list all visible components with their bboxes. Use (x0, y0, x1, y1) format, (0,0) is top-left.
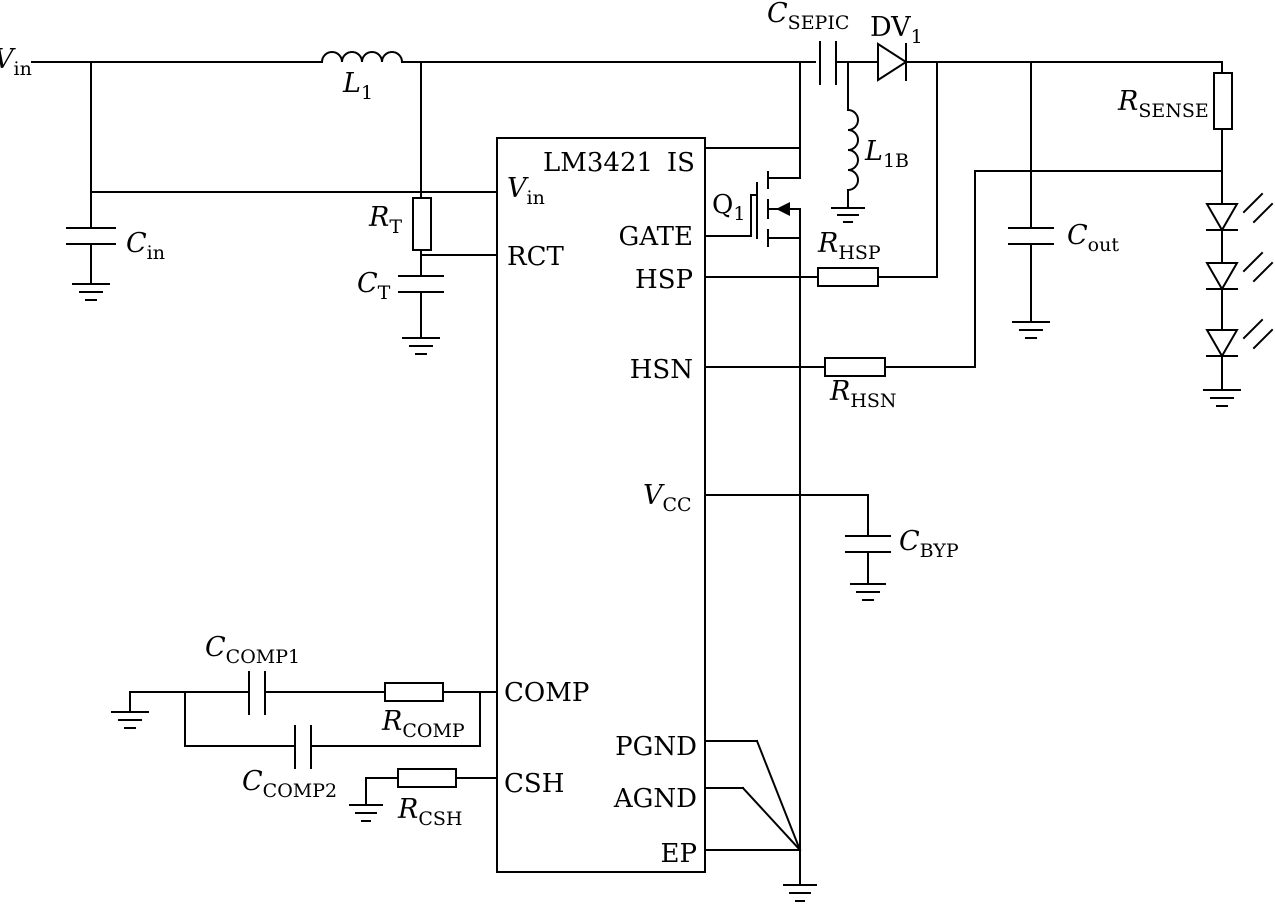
diode-dv1 (877, 42, 908, 82)
resistor-rt (412, 197, 432, 251)
l1b-label: L1B (864, 136, 909, 172)
ground-icon (349, 804, 383, 822)
capacitor-c-comp1 (248, 671, 266, 715)
pin-vcc-label: VCC (643, 480, 692, 516)
mosfet-q1 (756, 171, 801, 247)
ground-icon (831, 207, 865, 223)
pin-gate-label: GATE (619, 222, 693, 252)
pin-csh-label: CSH (504, 769, 564, 799)
pin-rct-label: RCT (507, 242, 564, 272)
capacitor-ct (398, 275, 444, 293)
lm3421-ic-body (496, 137, 706, 873)
rt-label: RT (368, 202, 402, 238)
capacitor-c-comp2 (294, 725, 312, 769)
pin-hsn-label: HSN (630, 355, 693, 385)
inductor-l1b (846, 108, 859, 192)
ground-icon (850, 583, 886, 601)
q1-label: Q1 (712, 190, 745, 225)
pin-hsp-label: HSP (635, 265, 693, 295)
resistor-r-comp (384, 682, 444, 702)
ground-icon (72, 283, 110, 301)
pin-pgnd-label: PGND (615, 732, 697, 762)
c-comp1-label: CCOMP1 (205, 632, 300, 668)
ground-icon (1203, 389, 1241, 407)
capacitor-c-byp (845, 535, 891, 553)
led-1 (1205, 192, 1274, 233)
r-csh-label: RCSH (397, 794, 462, 830)
resistor-r-hsp (817, 267, 879, 287)
pin-agnd-label: AGND (613, 784, 697, 814)
pgnd-wire-2 (755, 739, 802, 852)
vin-input-label: Vin (0, 44, 32, 80)
ct-label: CT (357, 268, 391, 304)
capacitor-c-sepic (819, 41, 837, 85)
cin-label: Cin (126, 228, 165, 264)
ground-icon (1012, 321, 1050, 339)
pin-comp-label: COMP (504, 678, 589, 708)
c-byp-label: CBYP (899, 526, 959, 562)
agnd-wire-2 (741, 786, 802, 852)
r-comp-label: RCOMP (381, 706, 465, 742)
dv1-label: DV1 (870, 12, 923, 48)
ground-icon (111, 711, 149, 729)
resistor-r-csh (397, 768, 457, 788)
c-sepic-label: CSEPIC (767, 0, 849, 34)
capacitor-cin (66, 227, 116, 245)
led-3 (1205, 318, 1274, 359)
resistor-r-sense (1213, 72, 1233, 130)
pin-ep-label: EP (661, 839, 697, 869)
r-hsn-label: RHSN (829, 376, 897, 412)
pin-is-label: IS (667, 148, 695, 178)
led-2 (1205, 251, 1274, 292)
ground-icon (402, 337, 440, 355)
inductor-l1 (320, 51, 404, 64)
c-comp2-label: CCOMP2 (242, 766, 337, 802)
l1-label: L1 (342, 68, 373, 104)
cout-label: Cout (1067, 220, 1119, 256)
capacitor-cout (1008, 227, 1054, 245)
chip-name: LM3421 (543, 148, 653, 178)
resistor-r-hsn (824, 357, 886, 377)
r-hsp-label: RHSP (817, 228, 881, 264)
r-sense-label: RSENSE (1117, 86, 1209, 122)
ground-icon (783, 884, 817, 902)
pin-vin-label: Vin (507, 173, 545, 209)
